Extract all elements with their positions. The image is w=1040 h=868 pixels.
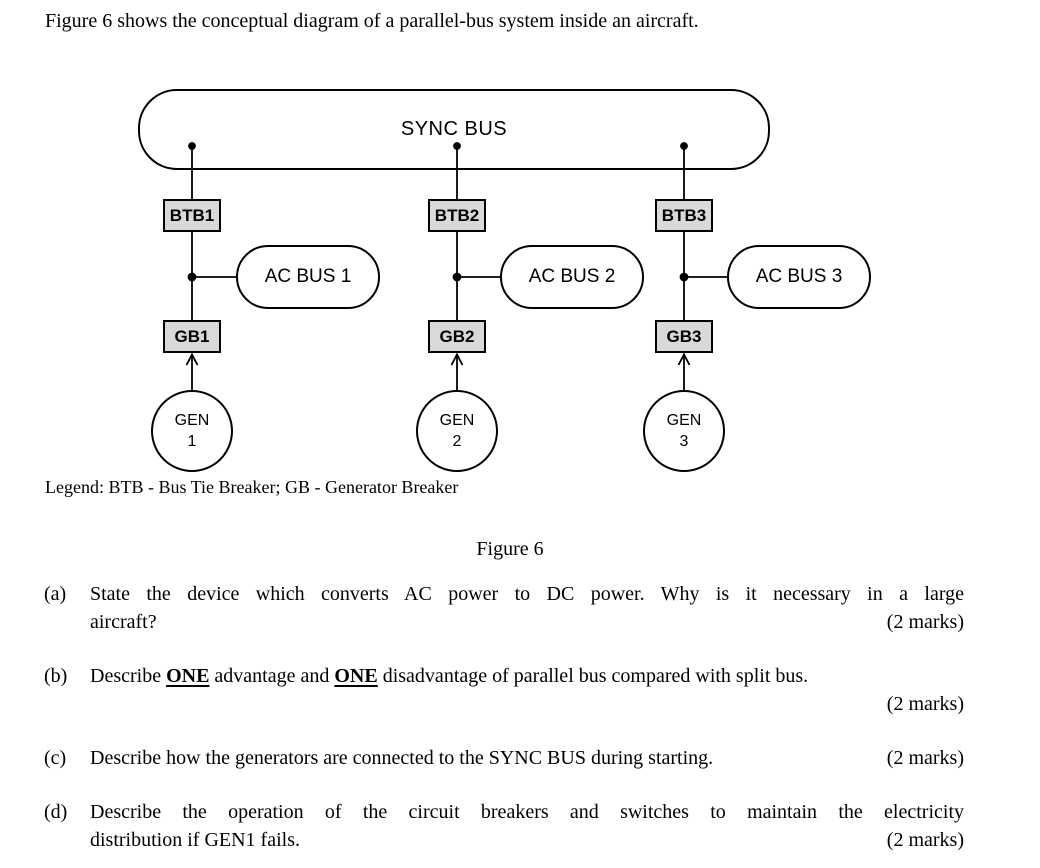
question-d-line2: distribution if GEN1 fails. (2 marks) (90, 826, 964, 854)
question-b-text: disadvantage of parallel bus compared wi… (377, 665, 809, 687)
btb2-label: BTB2 (434, 205, 480, 225)
gb3-box: GB3 (655, 320, 713, 353)
question-d-label: (d) (44, 801, 68, 823)
gen3-circle: GEN 3 (643, 390, 725, 472)
column2-wires (450, 142, 500, 392)
btb3-label: BTB3 (661, 205, 707, 225)
column3-wires (677, 142, 727, 392)
btb1-label: BTB1 (169, 205, 215, 225)
question-d-marks: (2 marks) (886, 829, 964, 851)
gb1-box: GB1 (163, 320, 221, 353)
question-b-line1: Describe ONE advantage and ONE disadvant… (90, 662, 964, 690)
arrow-up-icon (450, 352, 464, 366)
question-b-body: Describe ONE advantage and ONE disadvant… (90, 662, 964, 718)
btb2-box: BTB2 (428, 199, 486, 232)
sync-bus-label: SYNC BUS (400, 118, 508, 140)
question-b-one-2: ONE (334, 665, 378, 687)
gen2-circle: GEN 2 (416, 390, 498, 472)
gen3-word: GEN (666, 412, 702, 429)
gen2-number: 2 (452, 433, 462, 450)
btb1-box: BTB1 (163, 199, 221, 232)
gen2-word: GEN (439, 412, 475, 429)
question-b-one-1: ONE (166, 665, 210, 687)
question-b: (b) Describe ONE advantage and ONE disad… (44, 662, 964, 718)
question-list: (a) State the device which converts AC p… (44, 580, 964, 854)
ac-bus-2-shape: AC BUS 2 (500, 245, 644, 309)
question-c: (c) Describe how the generators are conn… (44, 744, 964, 772)
btb3-box: BTB3 (655, 199, 713, 232)
ac-bus-2-label: AC BUS 2 (528, 266, 616, 287)
question-a-marks: (2 marks) (886, 611, 964, 633)
arrow-up-icon (677, 352, 691, 366)
question-a-line2-text: aircraft? (90, 611, 157, 633)
ac-bus-3-label: AC BUS 3 (755, 266, 843, 287)
connector-lines (185, 142, 727, 392)
question-b-text: advantage and (209, 665, 335, 687)
question-a-line1: State the device which converts AC power… (90, 583, 964, 605)
question-d: (d) Describe the operation of the circui… (44, 798, 964, 854)
ac-bus-3-shape: AC BUS 3 (727, 245, 871, 309)
sync-bus-shape: SYNC BUS (138, 89, 770, 170)
question-b-label: (b) (44, 665, 68, 687)
gb3-label: GB3 (666, 326, 702, 346)
question-a-label: (a) (44, 583, 67, 605)
gb2-box: GB2 (428, 320, 486, 353)
question-c-line1: Describe how the generators are connecte… (90, 744, 964, 772)
question-a: (a) State the device which converts AC p… (44, 580, 964, 636)
arrow-up-icon (185, 352, 199, 366)
question-a-body: State the device which converts AC power… (90, 580, 964, 636)
parallel-bus-diagram: SYNC BUS (138, 89, 871, 472)
legend-text: Legend: BTB - Bus Tie Breaker; GB - Gene… (45, 477, 459, 497)
question-b-text: Describe (90, 665, 167, 687)
gen3-number: 3 (679, 433, 689, 450)
question-d-body: Describe the operation of the circuit br… (90, 798, 964, 854)
question-c-body: Describe how the generators are connecte… (90, 744, 964, 772)
question-d-line1: Describe the operation of the circuit br… (90, 801, 964, 823)
gen1-circle: GEN 1 (151, 390, 233, 472)
gb2-label: GB2 (439, 326, 475, 346)
gb1-label: GB1 (174, 326, 210, 346)
ac-bus-1-label: AC BUS 1 (264, 266, 352, 287)
question-c-label: (c) (44, 747, 67, 769)
question-a-line2: aircraft? (2 marks) (90, 608, 964, 636)
question-b-marks: (2 marks) (886, 693, 964, 715)
question-c-text: Describe how the generators are connecte… (90, 747, 714, 769)
gen1-number: 1 (187, 433, 197, 450)
column1-wires (185, 142, 236, 392)
question-c-marks: (2 marks) (886, 747, 964, 769)
gen1-word: GEN (174, 412, 210, 429)
figure-caption: Figure 6 (476, 538, 544, 560)
question-d-line2-text: distribution if GEN1 fails. (90, 829, 300, 851)
intro-text: Figure 6 shows the conceptual diagram of… (45, 10, 699, 32)
ac-bus-1-shape: AC BUS 1 (236, 245, 380, 309)
